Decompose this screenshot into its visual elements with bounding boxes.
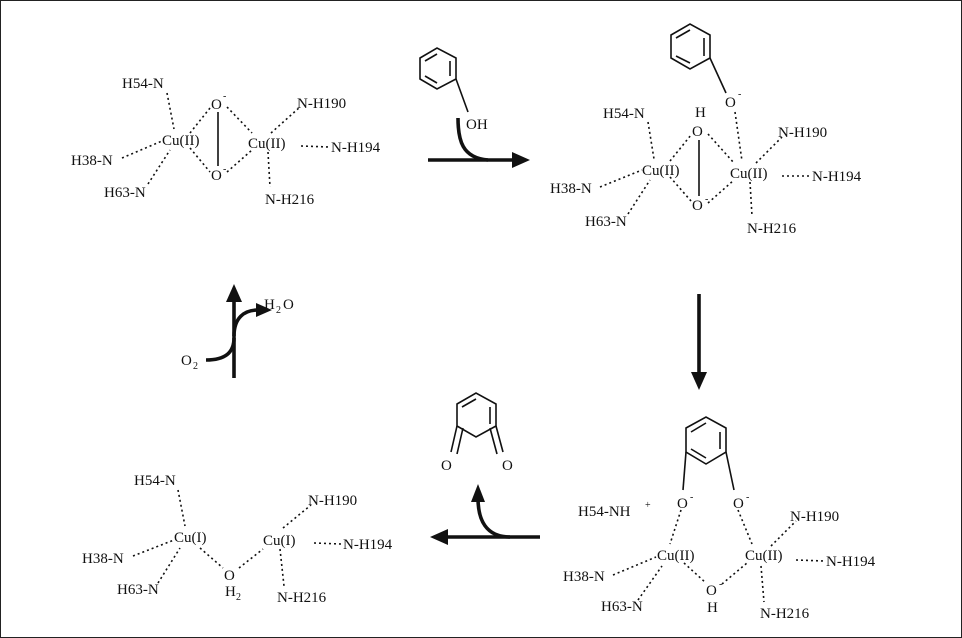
ligand-h38: H38-N bbox=[550, 181, 592, 197]
coordination-bond bbox=[189, 107, 211, 134]
hydrogen-label: H bbox=[695, 105, 706, 121]
ligand-h190: N-H190 bbox=[790, 509, 839, 525]
substrate-entry-curve bbox=[456, 117, 489, 162]
coordination-bond bbox=[226, 106, 253, 134]
charge-minus: - bbox=[719, 579, 722, 590]
ligand-h63: H63-N bbox=[601, 599, 643, 615]
ligand-h216: N-H216 bbox=[760, 606, 810, 622]
ligand-h54: H54-N bbox=[603, 106, 645, 122]
ligand-h190: N-H190 bbox=[308, 493, 357, 509]
water-subscript: 2 bbox=[276, 305, 281, 316]
product-exit-curve bbox=[476, 497, 511, 539]
ligand-h216: N-H216 bbox=[277, 590, 327, 606]
charge-minus: - bbox=[705, 194, 708, 205]
ligand-h190: N-H190 bbox=[778, 125, 827, 141]
oxygen-top: O bbox=[692, 124, 703, 140]
charge-minus: - bbox=[746, 492, 749, 503]
o2-entry-curve bbox=[205, 337, 236, 362]
ligand-h63: H63-N bbox=[117, 582, 159, 598]
copper-b: Cu(II) bbox=[248, 136, 286, 152]
catechol-oxygen-b: O bbox=[733, 496, 744, 512]
ligand-h194: N-H194 bbox=[343, 537, 393, 553]
oxygen-bottom: O bbox=[211, 168, 222, 184]
complex-catecholate-bound: O - O - H54-NH + H38-N H63-N Cu(II) Cu(I… bbox=[563, 416, 876, 622]
copper-a: Cu(I) bbox=[174, 530, 207, 546]
arrowhead bbox=[256, 303, 272, 317]
coordination-bond bbox=[166, 92, 175, 130]
dioxygen-o: O bbox=[181, 353, 192, 369]
ligand-h63: H63-N bbox=[104, 185, 146, 201]
ligand-h38: H38-N bbox=[82, 551, 124, 567]
coordination-bond bbox=[226, 149, 253, 173]
hydrogen-label: H bbox=[707, 600, 718, 616]
phenolate-oxygen: O bbox=[725, 95, 736, 111]
complex-oxy-form: H54-N H38-N H63-N Cu(II) Cu(II) O - O - … bbox=[71, 76, 381, 208]
ligand-h190: N-H190 bbox=[297, 96, 346, 112]
copper-b: Cu(I) bbox=[263, 533, 296, 549]
copper-b: Cu(II) bbox=[730, 166, 768, 182]
coordination-bond bbox=[189, 147, 211, 173]
coordination-bond bbox=[267, 151, 271, 188]
coordination-bond bbox=[121, 140, 163, 159]
copper-b: Cu(II) bbox=[745, 548, 783, 564]
ligand-h54: H54-N bbox=[122, 76, 164, 92]
hydroxyl-label: OH bbox=[466, 117, 488, 133]
phenol-substrate: OH bbox=[419, 47, 488, 133]
charge-minus: - bbox=[690, 492, 693, 503]
charge-minus: - bbox=[223, 91, 226, 102]
arrowhead bbox=[512, 152, 530, 168]
ligand-h38: H38-N bbox=[71, 153, 113, 169]
water-o: O bbox=[283, 297, 294, 313]
water-oxygen: O bbox=[224, 568, 235, 584]
arrowhead bbox=[430, 529, 448, 545]
charge-plus: + bbox=[645, 500, 651, 511]
ligand-h54: H54-N bbox=[134, 473, 176, 489]
ligand-h194: N-H194 bbox=[812, 169, 862, 185]
ligand-h194: N-H194 bbox=[331, 140, 381, 156]
ligand-h194: N-H194 bbox=[826, 554, 876, 570]
copper-a: Cu(II) bbox=[162, 133, 200, 149]
bridging-oxygen: O bbox=[706, 583, 717, 599]
carbonyl-oxygen-b: O bbox=[502, 458, 513, 474]
coordination-bond bbox=[300, 145, 330, 148]
arrowhead bbox=[226, 284, 242, 302]
ligand-h38: H38-N bbox=[563, 569, 605, 585]
o-quinone-product: O O bbox=[441, 392, 513, 474]
ligand-h216: N-H216 bbox=[747, 221, 797, 237]
carbonyl-oxygen-a: O bbox=[441, 458, 452, 474]
water-exit-curve bbox=[232, 308, 259, 337]
copper-a: Cu(II) bbox=[642, 163, 680, 179]
catechol-oxygen-a: O bbox=[677, 496, 688, 512]
ligand-h63: H63-N bbox=[585, 214, 627, 230]
arrowhead bbox=[471, 484, 485, 502]
oxygen-bottom: O bbox=[692, 198, 703, 214]
water-h: H bbox=[264, 297, 275, 313]
charge-minus: - bbox=[738, 89, 741, 100]
ligand-h54-protonated: H54-NH bbox=[578, 504, 631, 520]
charge-minus: - bbox=[223, 164, 226, 175]
oxygen-top: O bbox=[211, 97, 222, 113]
coordination-bond bbox=[147, 149, 171, 185]
copper-a: Cu(II) bbox=[657, 548, 695, 564]
arrowhead bbox=[691, 372, 707, 390]
complex-reduced-form: H54-N H38-N H63-N Cu(I) Cu(I) O H 2 N-H1… bbox=[82, 473, 393, 606]
water-subscript: 2 bbox=[236, 592, 241, 603]
coordination-bond bbox=[270, 106, 301, 134]
dioxygen-subscript: 2 bbox=[193, 361, 198, 372]
ligand-h216: N-H216 bbox=[265, 192, 315, 208]
water-hydrogen: H bbox=[225, 584, 236, 600]
complex-phenolate-bound: O - H54-N H38-N H63-N Cu(II) Cu(II) H O … bbox=[550, 23, 862, 237]
